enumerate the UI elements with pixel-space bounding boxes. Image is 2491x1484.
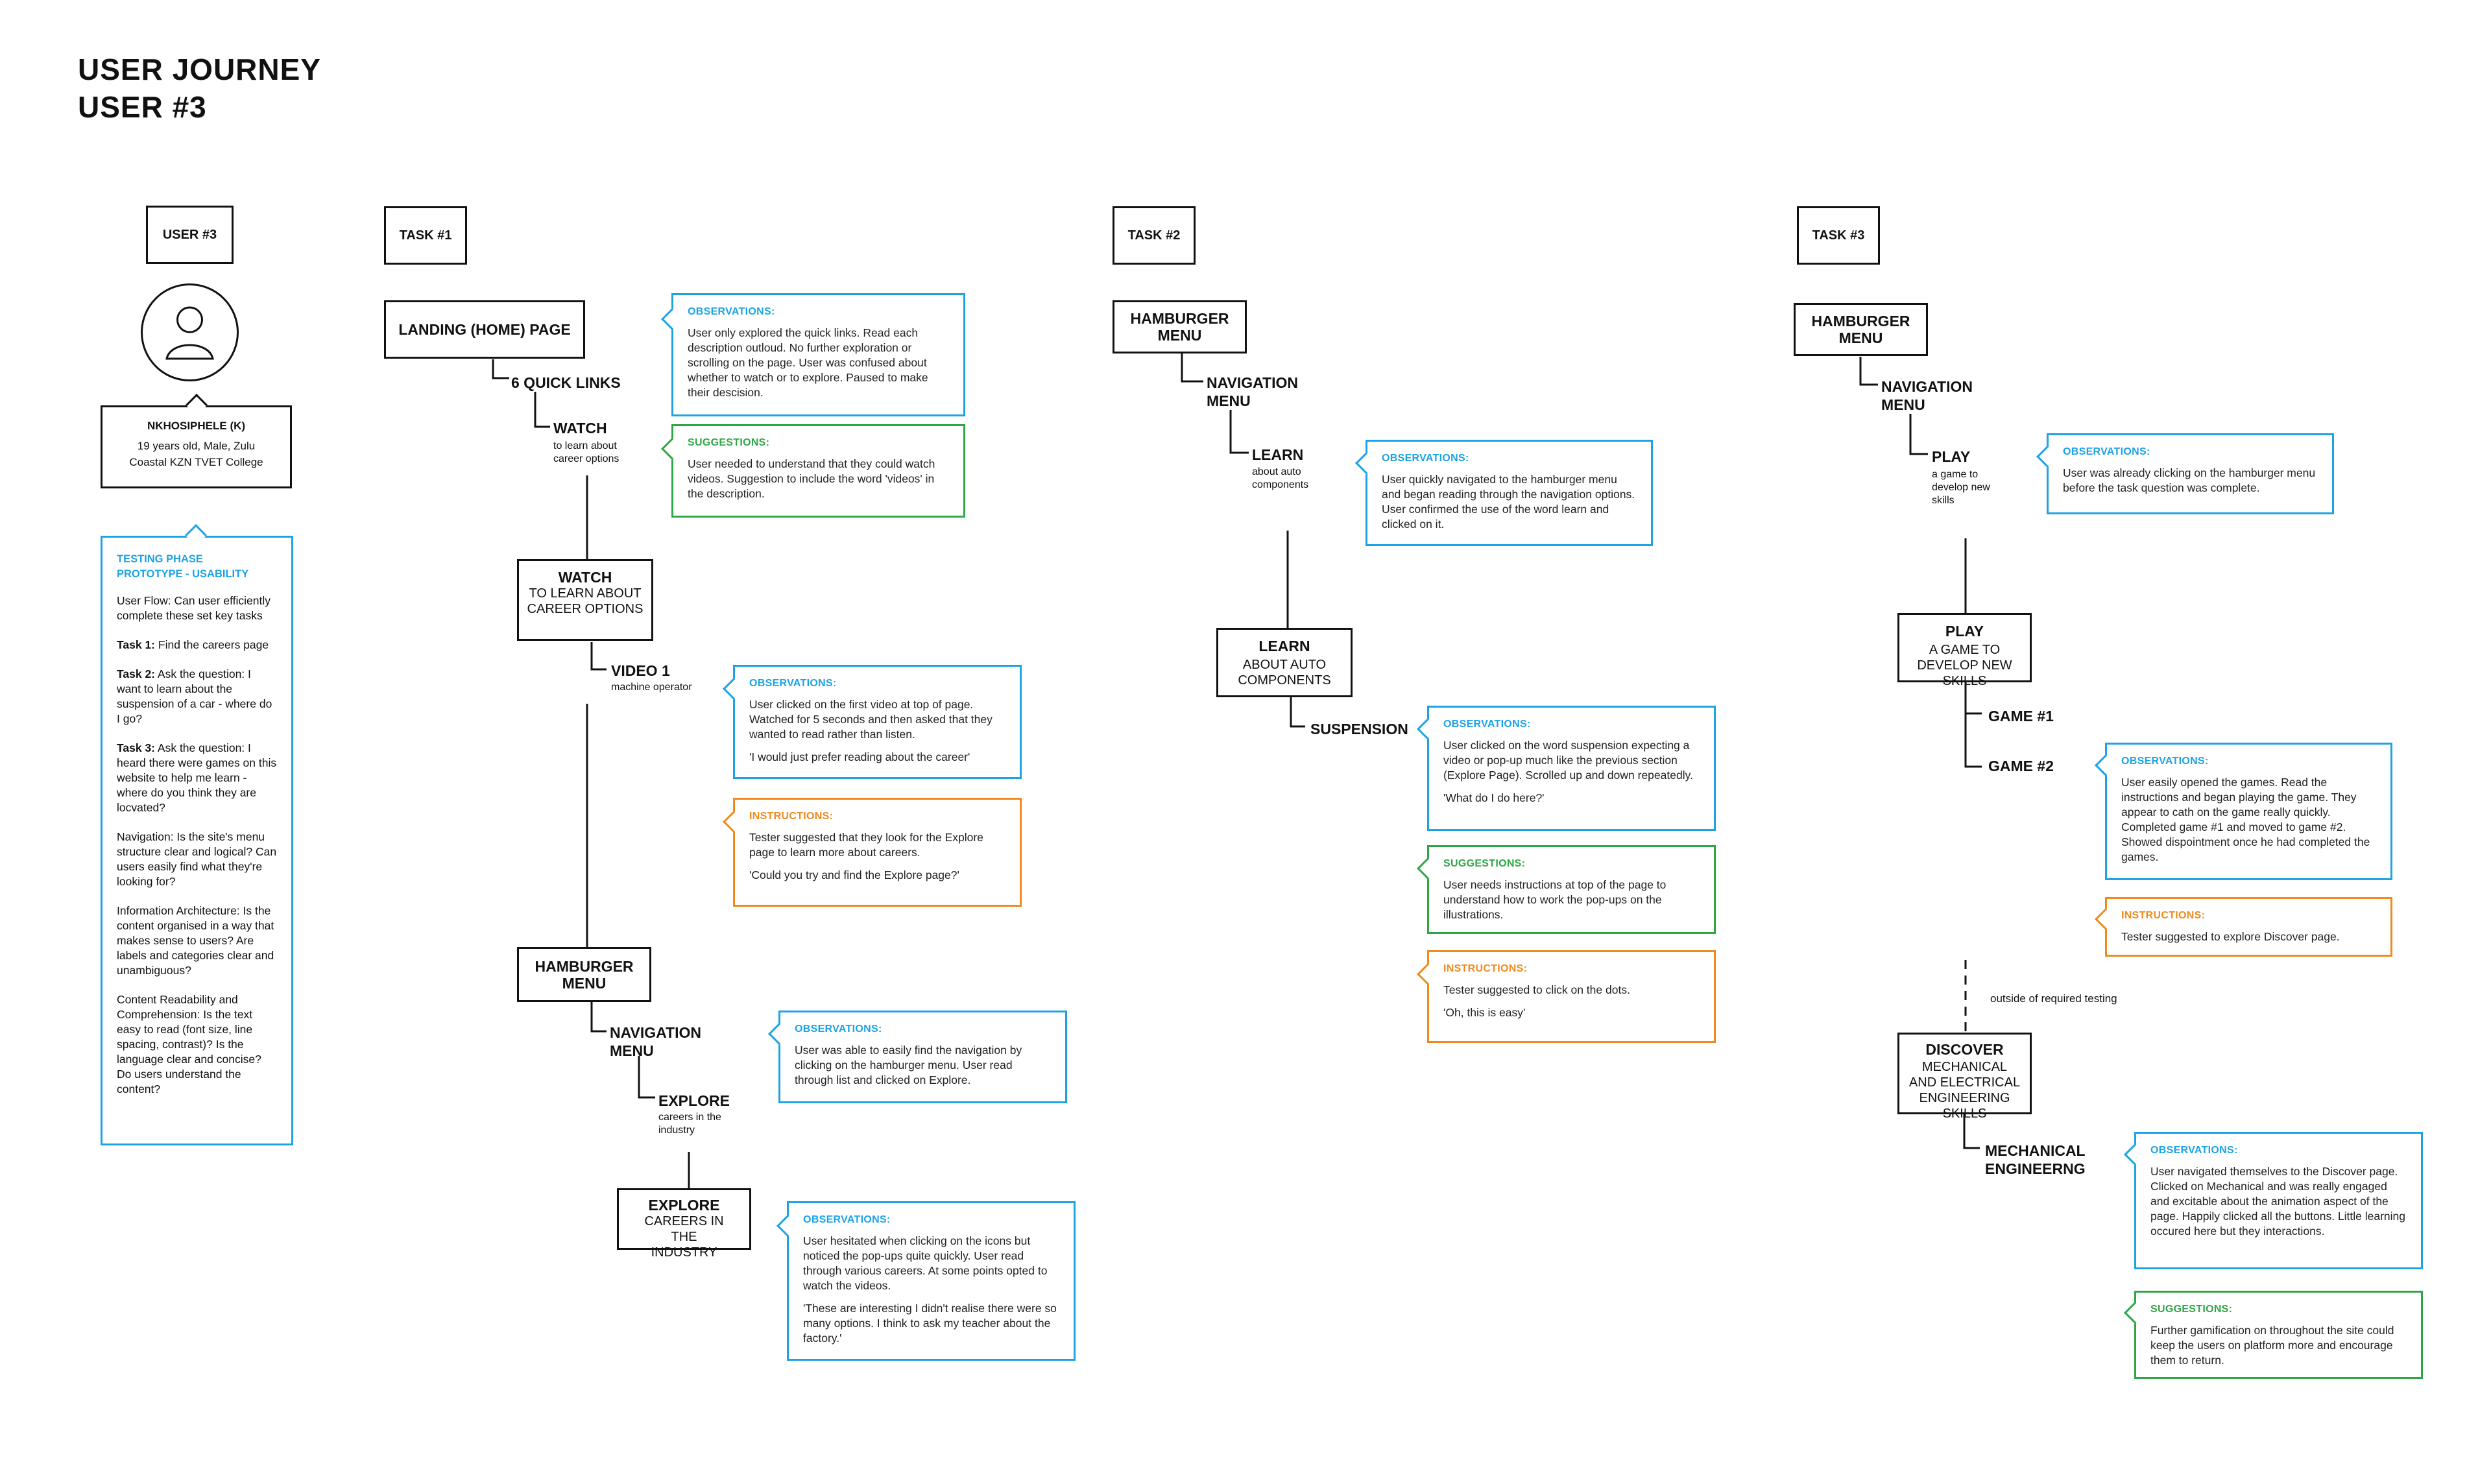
task2-instruction-1: INSTRUCTIONS:Tester suggested to click o… — [1427, 950, 1716, 1043]
task3-observation-3: OBSERVATIONS:User navigated themselves t… — [2134, 1132, 2423, 1269]
task3-tag: TASK #3 — [1797, 206, 1880, 265]
task2-tag: TASK #2 — [1113, 206, 1196, 265]
task1-desc: Task 1: Find the careers page — [117, 638, 269, 651]
task3-observation-1: OBSERVATIONS:User was already clicking o… — [2047, 433, 2334, 514]
connector — [1963, 1114, 1980, 1149]
task1-hamburger-box: HAMBURGER MENU — [517, 947, 651, 1002]
task2-hamburger-box: HAMBURGER MENU — [1113, 300, 1247, 353]
connector — [1859, 357, 1878, 386]
video1-sub: machine operator — [611, 682, 692, 693]
video1-step: VIDEO 1 — [611, 662, 670, 679]
task1-observation-4: OBSERVATIONS:User hesitated when clickin… — [787, 1201, 1076, 1361]
connector — [638, 1056, 655, 1099]
connector — [1909, 414, 1928, 455]
user-tag: USER #3 — [146, 206, 234, 264]
watch-box: WATCH TO LEARN ABOUT CAREER OPTIONS — [517, 559, 653, 641]
play-step-sub: a game to develop new skills — [1932, 469, 1990, 506]
connector — [1290, 697, 1305, 728]
connector — [1229, 410, 1249, 454]
task3-hamburger-box: HAMBURGER MENU — [1794, 303, 1928, 356]
task3-suggestion-1: SUGGESTIONS:Further gamification on thro… — [2134, 1291, 2423, 1379]
play-step: PLAY — [1932, 448, 1971, 465]
persona-card: NKHOSIPHELE (K) 19 years old, Male, Zulu… — [101, 405, 292, 488]
game2-step: GAME #2 — [1988, 758, 2054, 774]
game1-step: GAME #1 — [1988, 708, 2054, 724]
learn-step-sub: about auto components — [1252, 466, 1309, 490]
explore-step-sub: careers in the industry — [658, 1112, 721, 1136]
task1-tag: TASK #1 — [384, 206, 467, 265]
task1-navigation-step: NAVIGATION MENU — [610, 1024, 701, 1059]
explore-step: EXPLORE — [658, 1092, 730, 1109]
watch-step: WATCH — [553, 420, 607, 437]
task1-observation-1: OBSERVATIONS:User only explored the quic… — [671, 293, 965, 416]
watch-step-sub: to learn about career options — [553, 440, 620, 464]
task1-suggestion-1: SUGGESTIONS:User needed to understand th… — [671, 424, 965, 518]
outside-testing-note: outside of required testing — [1990, 992, 2117, 1005]
task2-observation-1: OBSERVATIONS:User quickly navigated to t… — [1366, 440, 1653, 546]
user-avatar-icon — [141, 283, 239, 381]
discover-box: DISCOVER MECHANICAL AND ELECTRICAL ENGIN… — [1897, 1033, 2032, 1121]
task1-observation-3: OBSERVATIONS:User was able to easily fin… — [778, 1011, 1067, 1103]
task3-desc: Task 3: Ask the question: I heard there … — [117, 741, 277, 814]
task1-instruction-1: INSTRUCTIONS:Tester suggested that they … — [733, 798, 1022, 907]
connector — [1181, 353, 1203, 383]
task1-observation-2: OBSERVATIONS:User clicked on the first v… — [733, 665, 1022, 779]
quick-links-step: 6 QUICK LINKS — [511, 374, 621, 391]
connector — [534, 392, 550, 428]
connector — [492, 359, 509, 379]
page-title: USER JOURNEY USER #3 — [78, 53, 321, 124]
task2-observation-2: OBSERVATIONS:User clicked on the word su… — [1427, 706, 1716, 831]
task3-navigation-step: NAVIGATION MENU — [1881, 378, 1973, 413]
landing-page-box: LANDING (HOME) PAGE — [384, 300, 585, 359]
connector — [590, 642, 607, 671]
learn-box: LEARN ABOUT AUTO COMPONENTS — [1216, 628, 1353, 697]
mechanical-step: MECHANICAL ENGINEERNG — [1985, 1142, 2086, 1177]
task2-navigation-step: NAVIGATION MENU — [1207, 374, 1298, 409]
connector — [1964, 682, 1982, 768]
task3-observation-2: OBSERVATIONS:User easily opened the game… — [2105, 743, 2392, 880]
suspension-step: SUSPENSION — [1310, 721, 1408, 737]
task2-suggestion-1: SUGGESTIONS:User needs instructions at t… — [1427, 845, 1716, 934]
play-box: PLAY A GAME TO DEVELOP NEW SKILLS — [1897, 613, 2032, 688]
task2-desc: Task 2: Ask the question: I want to lear… — [117, 667, 272, 725]
learn-step: LEARN — [1252, 446, 1304, 463]
explore-box: EXPLORE CAREERS IN THE INDUSTRY — [617, 1188, 751, 1260]
task3-instruction-1: INSTRUCTIONS:Tester suggested to explore… — [2105, 897, 2392, 957]
connector — [590, 1002, 607, 1033]
